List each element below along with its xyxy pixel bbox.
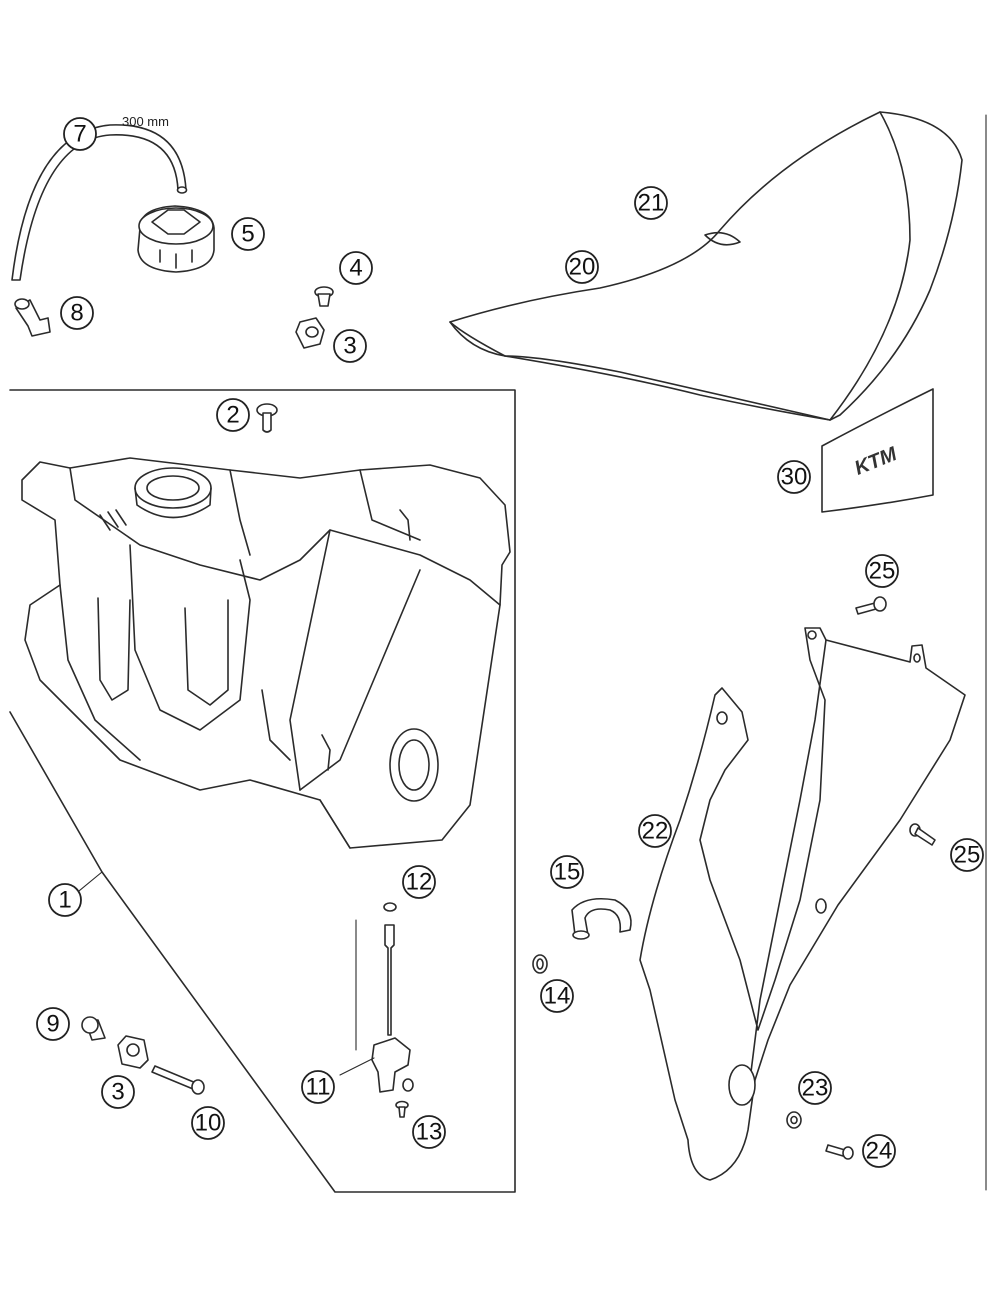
fuel-tank [21,457,511,849]
bolt-10 [151,1065,205,1095]
svg-text:21: 21 [638,190,665,217]
callout-3-bottom: 3 [101,1075,135,1109]
callout-11: 11 [301,1070,335,1104]
hose-clip-14 [532,954,548,974]
svg-text:15: 15 [554,859,581,886]
screw-25-right [909,823,936,846]
callout-23: 23 [798,1071,832,1105]
svg-text:25: 25 [954,842,981,869]
callout-13: 13 [412,1115,446,1149]
side-panel [639,627,966,1181]
callout-7: 7 [63,117,97,151]
svg-text:20: 20 [569,254,596,281]
svg-text:13: 13 [416,1119,443,1146]
callout-24: 24 [862,1134,896,1168]
screw-24 [825,1144,854,1160]
seat [449,111,963,421]
callout-8: 8 [60,296,94,330]
tank-group-frame [9,389,516,1193]
hose-length-note: 300 mm [122,114,169,129]
vent-hose [11,124,188,281]
callout-25-right: 25 [950,838,984,872]
callout-22: 22 [638,814,672,848]
callout-12: 12 [402,865,436,899]
svg-text:3: 3 [111,1079,124,1106]
spacer-3-bottom [117,1035,149,1069]
fuel-cap [137,205,215,273]
svg-text:3: 3 [343,333,356,360]
svg-text:1: 1 [58,887,71,914]
callout-3-top: 3 [333,329,367,363]
svg-text:24: 24 [866,1138,893,1165]
screw-4 [314,286,334,307]
svg-text:23: 23 [802,1075,829,1102]
callout-4: 4 [339,251,373,285]
spacer-3-top [295,317,325,349]
bolt-2 [256,403,278,433]
callout-25-top: 25 [865,554,899,588]
callout-11-leader [339,1057,375,1076]
screw-25-top [855,596,887,615]
bolt-9 [81,1016,106,1041]
svg-text:14: 14 [544,983,571,1010]
callout-5: 5 [231,217,265,251]
svg-text:30: 30 [781,464,808,491]
callout-20: 20 [565,250,599,284]
fuel-tap [355,902,414,1118]
svg-text:5: 5 [241,221,254,248]
fuel-hose-15 [571,897,632,940]
callout-1: 1 [48,883,82,917]
svg-text:10: 10 [195,1110,222,1137]
callout-15: 15 [550,855,584,889]
svg-text:25: 25 [869,558,896,585]
svg-text:9: 9 [46,1011,59,1038]
callout-30: 30 [777,460,811,494]
callouts: 1 2 3 3 4 5 7 8 9 10 11 12 13 14 15 20 2… [36,117,984,1168]
svg-text:11: 11 [306,1074,331,1101]
svg-text:7: 7 [73,121,86,148]
svg-text:8: 8 [70,300,83,327]
callout-10: 10 [191,1106,225,1140]
callout-2: 2 [216,398,250,432]
callout-21: 21 [634,186,668,220]
svg-text:22: 22 [642,818,669,845]
svg-text:4: 4 [349,255,362,282]
svg-text:12: 12 [406,869,433,896]
ktm-logo-plate: KTM [821,388,934,513]
washer-23 [786,1111,802,1129]
hose-elbow-8 [14,298,51,337]
callout-14: 14 [540,979,574,1013]
callout-9: 9 [36,1007,70,1041]
svg-text:2: 2 [226,402,239,429]
